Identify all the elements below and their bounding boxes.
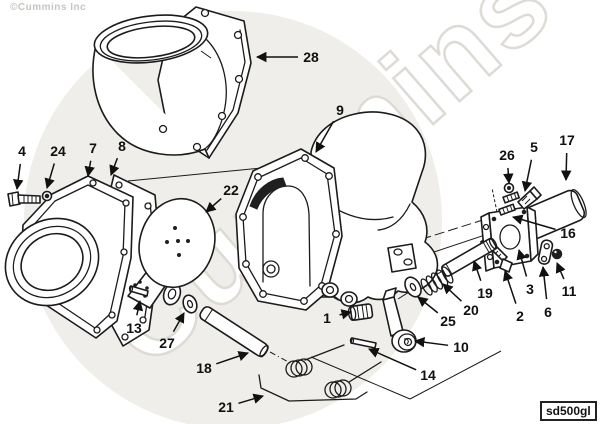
callout-28: 28 <box>303 49 319 65</box>
leader-3 <box>516 248 528 277</box>
part-24-nut <box>41 190 53 202</box>
callout-8: 8 <box>118 138 126 154</box>
leader-11 <box>555 262 566 280</box>
callout-20: 20 <box>463 302 479 318</box>
figure-code: sd500gl <box>540 401 597 421</box>
callout-3: 3 <box>526 281 534 297</box>
callout-14: 14 <box>420 367 436 383</box>
leader-9 <box>315 120 335 153</box>
part-27-washer <box>182 294 198 314</box>
leader-20 <box>442 283 462 302</box>
callout-4: 4 <box>18 143 26 159</box>
part-4-bolt <box>7 191 41 207</box>
part-18-shaft <box>199 306 269 358</box>
callout-19: 19 <box>477 285 493 301</box>
leader-21 <box>238 393 265 405</box>
leader-19 <box>472 260 483 281</box>
part-5-screw <box>517 186 542 210</box>
leader-14 <box>368 348 417 371</box>
callout-11: 11 <box>561 283 577 299</box>
leader-6 <box>538 265 550 300</box>
callout-1: 1 <box>323 310 331 326</box>
leader-18 <box>216 351 249 365</box>
leader-16 <box>511 214 556 231</box>
part-22-flapper-disc <box>127 197 216 309</box>
leader-7 <box>84 160 95 178</box>
copyright-text: ©Cummins Inc <box>10 2 87 13</box>
callout-7: 7 <box>89 140 97 156</box>
callout-27: 27 <box>159 335 175 351</box>
part-21-torsion-spring <box>258 344 382 402</box>
leader-22 <box>205 198 222 213</box>
leader-17 <box>560 152 572 182</box>
callout-5: 5 <box>530 139 538 155</box>
callout-13: 13 <box>126 320 142 336</box>
part-16-roll-pins <box>498 191 520 216</box>
leader-24 <box>44 163 56 190</box>
part-13-pin <box>128 285 149 297</box>
leader-10 <box>413 337 449 348</box>
callout-26: 26 <box>499 147 515 163</box>
leader-4 <box>13 163 24 191</box>
callout-16: 16 <box>560 225 576 241</box>
part-11-nut <box>551 248 563 260</box>
leader-25 <box>417 296 439 314</box>
callout-22: 22 <box>223 182 239 198</box>
callout-2: 2 <box>516 308 524 324</box>
part-6-link <box>537 239 554 265</box>
part-26-nut <box>503 182 515 194</box>
leader-26 <box>503 167 514 185</box>
part-14-pin <box>349 337 377 349</box>
part-9-flange <box>235 148 358 311</box>
part-25-washer <box>404 276 422 298</box>
part-10-lever <box>382 287 417 353</box>
leader-13 <box>132 299 144 316</box>
part-28-elbow <box>92 6 252 159</box>
leader-5 <box>521 159 533 193</box>
callout-6: 6 <box>544 304 552 320</box>
part-19-shaft <box>441 237 498 277</box>
leader-1 <box>339 309 353 320</box>
leader-8 <box>109 157 120 176</box>
leader-2 <box>503 270 517 304</box>
callout-21: 21 <box>218 399 234 415</box>
callout-17: 17 <box>559 132 575 148</box>
callout-25: 25 <box>440 313 456 329</box>
part-7-housing <box>4 175 134 339</box>
callout-18: 18 <box>196 360 212 376</box>
callout-10: 10 <box>453 339 469 355</box>
leader-27 <box>172 312 185 333</box>
callout-9: 9 <box>336 102 344 118</box>
callout-24: 24 <box>50 143 66 159</box>
